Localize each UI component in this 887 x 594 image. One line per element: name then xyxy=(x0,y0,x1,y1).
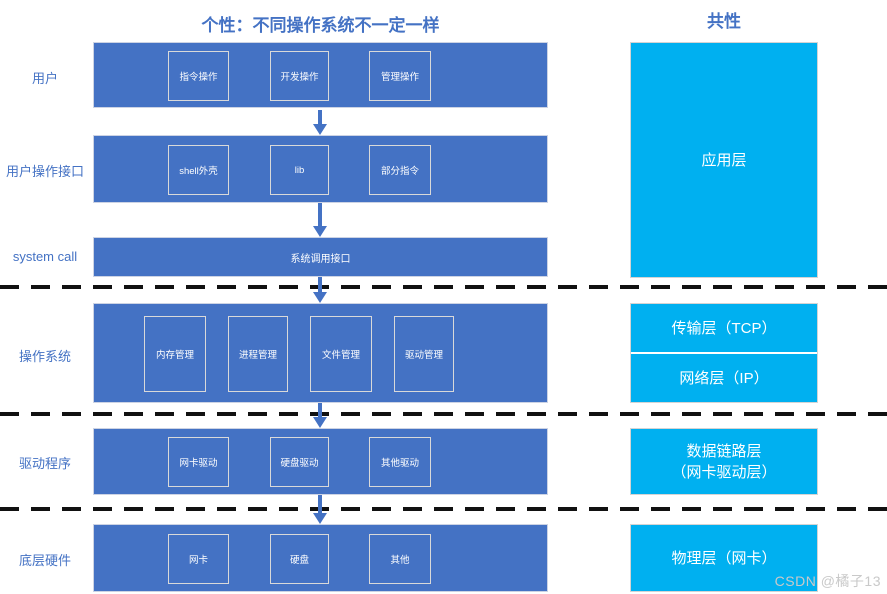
layer-datalink-label: 数据链路层 xyxy=(686,442,762,460)
arrow-stem xyxy=(318,403,322,419)
layer-datalink: 数据链路层 （网卡驱动层） xyxy=(630,428,818,495)
divider-dashed-2 xyxy=(0,412,887,416)
node-lib: lib xyxy=(270,145,329,195)
row-label-user-interface: 用户操作接口 xyxy=(5,164,84,179)
node-file-mgmt: 文件管理 xyxy=(310,316,372,392)
arrow-stem xyxy=(318,277,322,294)
arrow-head-icon xyxy=(313,124,327,135)
arrow-head-icon xyxy=(313,226,327,237)
row-label-drivers: 驱动程序 xyxy=(18,456,71,471)
divider-dashed-1 xyxy=(0,285,887,289)
row-label-system-call: system call xyxy=(12,249,78,264)
arrow-stem xyxy=(318,110,322,126)
node-process-mgmt: 进程管理 xyxy=(228,316,288,392)
layer-transport-label: 传输层（TCP） xyxy=(671,319,777,337)
layer-box-user-interface: shell外壳 lib 部分指令 xyxy=(93,135,548,203)
node-disk-driver: 硬盘驱动 xyxy=(270,437,329,487)
row-label-os: 操作系统 xyxy=(18,349,71,364)
node-driver-mgmt: 驱动管理 xyxy=(394,316,454,392)
left-column-title: 个性：不同操作系统不一定一样 xyxy=(201,16,440,35)
layer-transport: 传输层（TCP） xyxy=(631,304,817,352)
node-nic: 网卡 xyxy=(168,534,229,584)
node-partial-commands: 部分指令 xyxy=(369,145,431,195)
arrow-head-icon xyxy=(313,292,327,303)
layer-box-user: 指令操作 开发操作 管理操作 xyxy=(93,42,548,108)
node-other-driver: 其他驱动 xyxy=(369,437,431,487)
node-command-operation: 指令操作 xyxy=(168,51,229,101)
node-other: 其他 xyxy=(369,534,431,584)
arrow-stem xyxy=(318,495,322,515)
arrow-stem xyxy=(318,203,322,228)
layer-network: 网络层（IP） xyxy=(631,352,817,402)
layer-box-system-call: 系统调用接口 xyxy=(93,237,548,277)
arrow-head-icon xyxy=(313,513,327,524)
arrow-down-1 xyxy=(313,110,327,135)
row-label-hardware: 底层硬件 xyxy=(18,553,71,568)
layer-application-label: 应用层 xyxy=(701,151,747,169)
node-nic-driver: 网卡驱动 xyxy=(168,437,229,487)
layer-transport-network: 传输层（TCP） 网络层（IP） xyxy=(630,303,818,403)
arrow-down-2 xyxy=(313,203,327,237)
node-memory-mgmt: 内存管理 xyxy=(144,316,206,392)
node-shell: shell外壳 xyxy=(168,145,229,195)
layer-application: 应用层 xyxy=(630,42,818,278)
layer-physical-label: 物理层（网卡） xyxy=(671,549,777,567)
row-label-user: 用户 xyxy=(31,71,58,86)
node-dev-operation: 开发操作 xyxy=(270,51,329,101)
layer-box-hardware: 网卡 硬盘 其他 xyxy=(93,524,548,592)
layer-box-drivers: 网卡驱动 硬盘驱动 其他驱动 xyxy=(93,428,548,495)
arrow-down-3 xyxy=(313,277,327,303)
node-disk: 硬盘 xyxy=(270,534,329,584)
layer-box-os: 内存管理 进程管理 文件管理 驱动管理 xyxy=(93,303,548,403)
layer-datalink-sublabel: （网卡驱动层） xyxy=(671,463,777,481)
csdn-watermark: CSDN @橘子13 xyxy=(774,573,881,589)
layer-network-label: 网络层（IP） xyxy=(679,369,769,387)
node-syscall-interface: 系统调用接口 xyxy=(290,253,351,265)
arrow-head-icon xyxy=(313,417,327,428)
arrow-down-5 xyxy=(313,495,327,524)
layer-physical: 物理层（网卡） xyxy=(630,524,818,592)
arrow-down-4 xyxy=(313,403,327,428)
node-admin-operation: 管理操作 xyxy=(369,51,431,101)
right-column-title: 共性 xyxy=(707,12,741,31)
divider-dashed-3 xyxy=(0,507,887,511)
